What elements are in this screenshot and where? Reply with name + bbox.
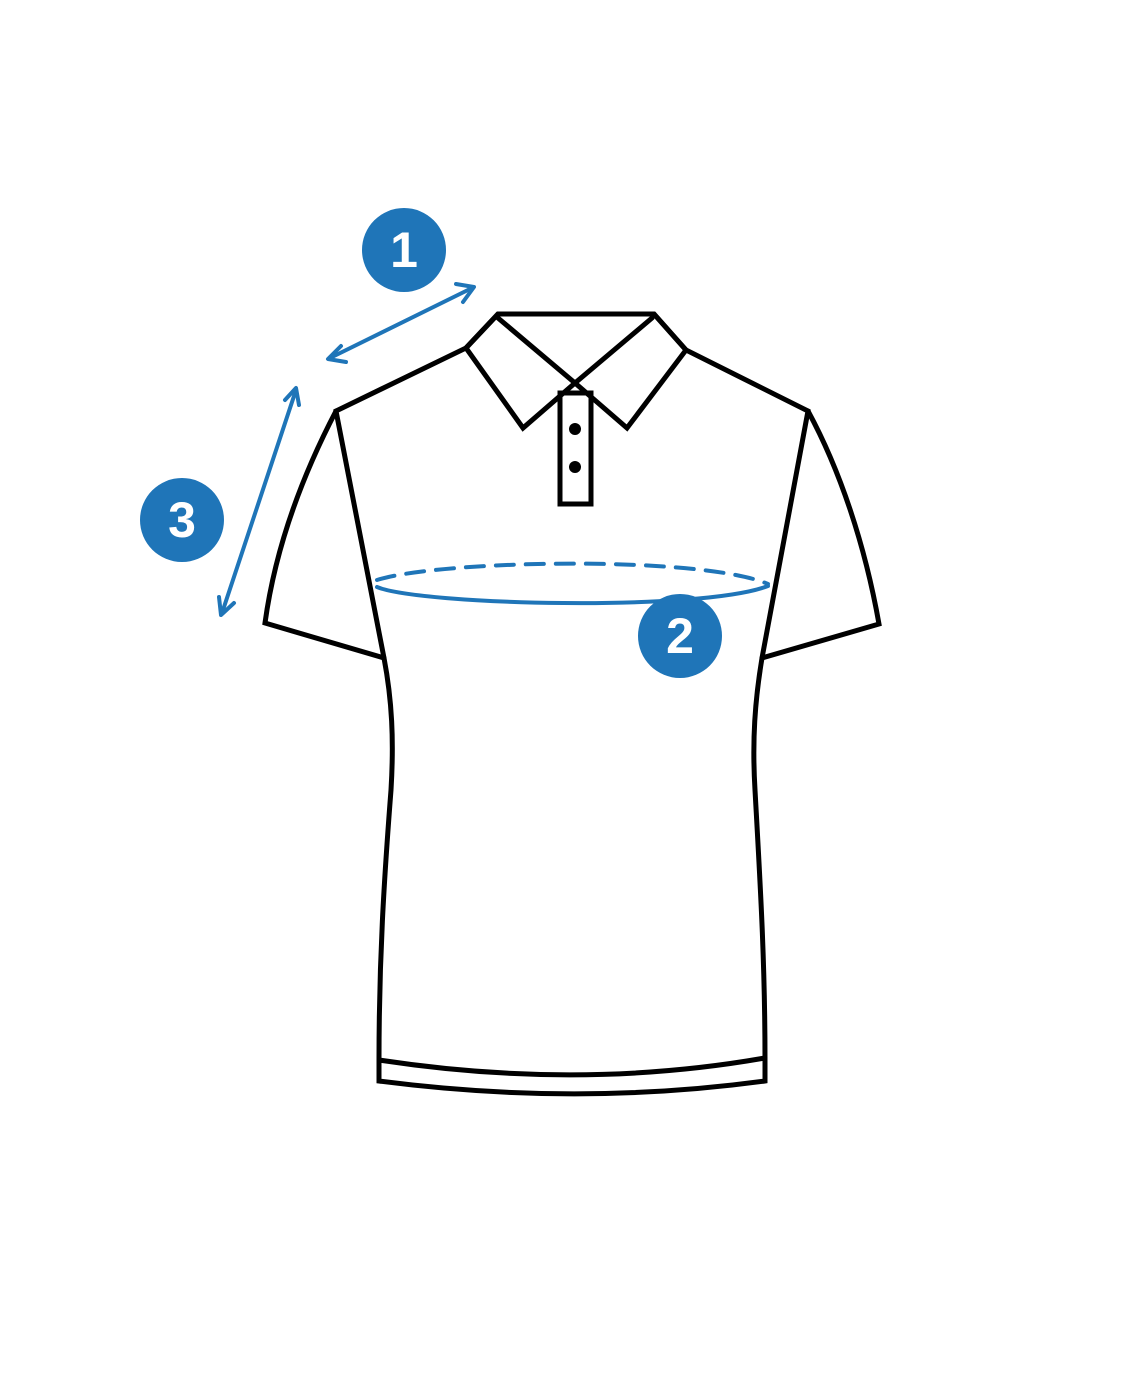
shirt-body bbox=[333, 311, 811, 1097]
placket bbox=[557, 390, 594, 507]
badge-sleeve-label: 3 bbox=[168, 492, 196, 548]
arrowhead-bottom bbox=[217, 595, 236, 617]
shoulder-arrow bbox=[326, 282, 476, 364]
button-top bbox=[569, 423, 581, 435]
arrowhead-right bbox=[454, 282, 476, 304]
chest-ellipse-front bbox=[375, 584, 770, 606]
collar bbox=[462, 311, 690, 432]
badge-chest-label: 2 bbox=[666, 608, 694, 664]
sleeve-arrow bbox=[217, 386, 301, 617]
chest-ellipse-back bbox=[375, 561, 770, 586]
badge-shoulder: 1 bbox=[362, 208, 446, 292]
chest-measure bbox=[375, 561, 770, 606]
right-sleeve bbox=[759, 408, 882, 661]
badge-shoulder-label: 1 bbox=[390, 222, 418, 278]
left-sleeve bbox=[262, 408, 387, 661]
collar-band bbox=[495, 315, 655, 387]
polo-shirt-outline bbox=[262, 311, 882, 1097]
button-bottom bbox=[569, 461, 581, 473]
badge-chest: 2 bbox=[638, 594, 722, 678]
arrowhead-top bbox=[283, 386, 301, 407]
arrowhead-left bbox=[326, 344, 348, 364]
measurement-guides bbox=[217, 282, 770, 617]
badge-sleeve: 3 bbox=[140, 478, 224, 562]
shirt-hem bbox=[376, 1055, 768, 1078]
